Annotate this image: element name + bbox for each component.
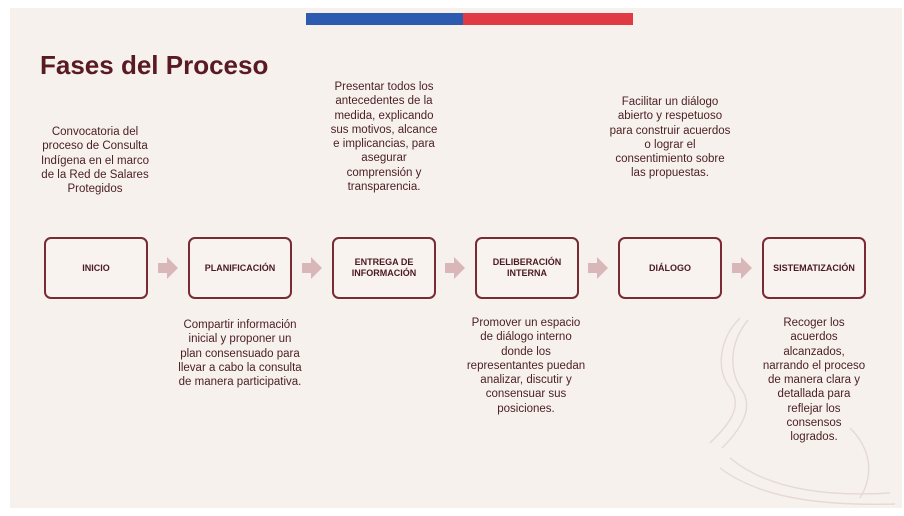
phase-box-sistematizacion: SISTEMATIZACIÓN [762, 237, 866, 299]
phase-description-planificacion: Compartir información inicial y proponer… [178, 319, 302, 389]
phase-description-sistematizacion: Recoger los acuerdos alcanzados, narrand… [762, 317, 866, 444]
flag-blue-bar [306, 13, 463, 25]
phase-box-entrega-de-informacion: ENTREGA DE INFORMACIÓN [332, 237, 436, 299]
phase-description-deliberacion-interna: Promover un espacio de diálogo interno d… [466, 317, 586, 415]
decorative-swirl-icon [709, 317, 896, 505]
phase-box-planificacion: PLANIFICACIÓN [188, 237, 292, 299]
phase-box-dialogo: DIÁLOGO [618, 237, 722, 299]
phase-box-deliberacion-interna: DELIBERACIÓN INTERNA [475, 237, 579, 299]
phase-description-inicio: Convocatoria del proceso de Consulta Ind… [40, 126, 150, 196]
flow-arrow-icon [445, 257, 465, 279]
phase-description-dialogo: Facilitar un diálogo abierto y respetuos… [609, 96, 731, 180]
flow-arrow-icon [732, 257, 752, 279]
page-title: Fases del Proceso [40, 50, 269, 80]
phase-description-entrega-de-informacion: Presentar todos los antecedentes de la m… [330, 81, 438, 194]
phase-box-inicio: INICIO [44, 237, 148, 299]
slide: Fases del Proceso INICIO PLANIFICACIÓN E… [10, 8, 902, 508]
flow-arrow-icon [158, 257, 178, 279]
flow-arrow-icon [302, 257, 322, 279]
flow-arrow-icon [588, 257, 608, 279]
flag-red-bar [463, 13, 633, 25]
